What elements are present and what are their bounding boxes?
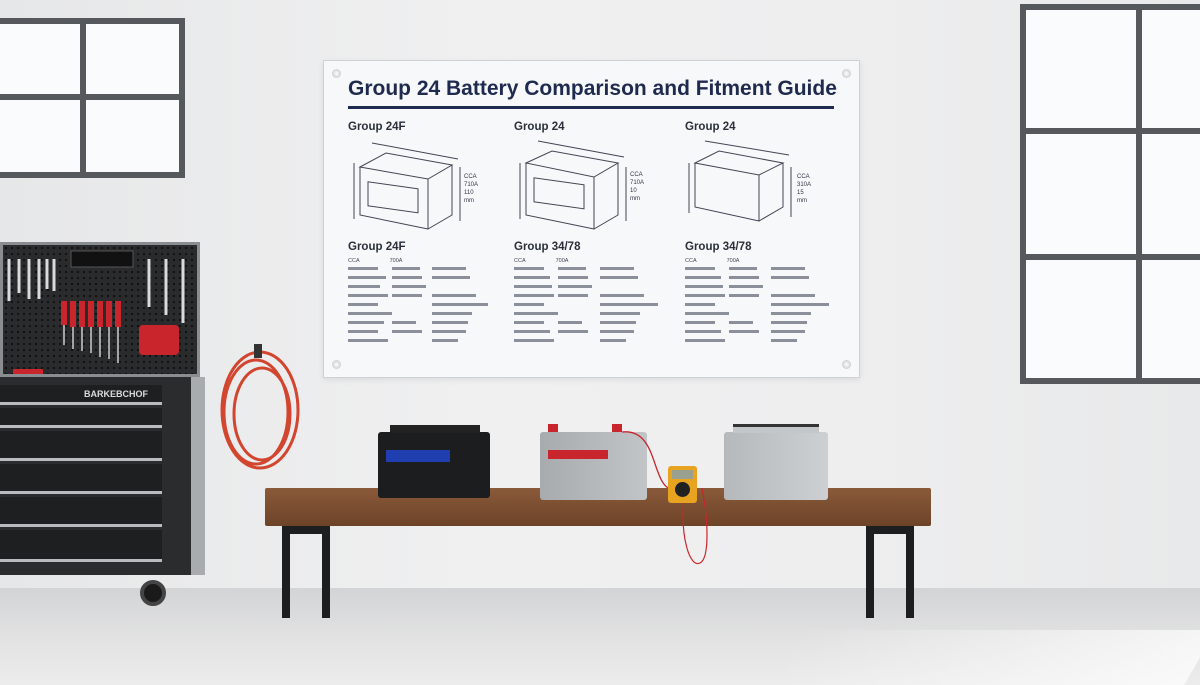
bench-leg bbox=[282, 526, 330, 618]
battery-line-drawing-icon bbox=[353, 142, 461, 230]
poster-title: Group 24 Battery Comparison and Fitment … bbox=[348, 77, 837, 100]
spec-table-3: Group 34/78 CCA 700A bbox=[685, 241, 845, 358]
battery-lid bbox=[733, 424, 819, 433]
table-cell: CCA bbox=[685, 258, 697, 264]
diagram-heading: Group 24F bbox=[348, 121, 406, 133]
table-heading: Group 34/78 bbox=[514, 241, 581, 253]
table-cell: 700A bbox=[726, 258, 740, 264]
positive-terminal bbox=[612, 424, 622, 432]
diagram-group-2: Group 24 CCA 710A 10 mm bbox=[514, 121, 644, 230]
multimeter-icon[interactable] bbox=[668, 466, 697, 503]
table-cell: CCA bbox=[348, 258, 360, 264]
tool-cabinet: BARKEBCHOF bbox=[0, 377, 205, 575]
battery-line-drawing-icon bbox=[688, 140, 792, 222]
table-cell: 700A bbox=[389, 258, 403, 264]
right-window bbox=[1020, 4, 1200, 384]
left-window bbox=[0, 18, 185, 178]
bench-leg bbox=[866, 526, 914, 618]
diagram-group-1: Group 24F CCA 710A 110 mm bbox=[348, 121, 478, 230]
title-rule bbox=[348, 106, 834, 109]
pegboard bbox=[0, 242, 200, 377]
spec-table-2: Group 34/78 CCA 700A bbox=[514, 241, 674, 358]
fitment-guide-poster: Group 24 Battery Comparison and Fitment … bbox=[323, 60, 860, 378]
gray-battery bbox=[540, 432, 647, 500]
cabinet-drawer[interactable] bbox=[0, 530, 162, 562]
hanging-tools-icon bbox=[7, 250, 185, 374]
silver-battery bbox=[724, 432, 828, 500]
coiled-hose-icon bbox=[220, 344, 300, 470]
positive-terminal bbox=[548, 424, 558, 432]
sunlight-patch bbox=[764, 630, 1200, 685]
diagram-height: 10 mm bbox=[630, 188, 640, 202]
diagram-heading: Group 24 bbox=[514, 121, 565, 133]
diagram-height: 15 mm bbox=[797, 190, 807, 204]
diagram-cca: CCA 710A bbox=[630, 172, 645, 186]
cabinet-brand: BARKEBCHOF bbox=[84, 389, 148, 399]
spec-table-lines bbox=[348, 259, 488, 343]
diagram-heading: Group 24 bbox=[685, 121, 736, 133]
cabinet-drawer[interactable] bbox=[0, 408, 162, 428]
black-battery bbox=[378, 432, 490, 498]
battery-lid bbox=[390, 425, 480, 433]
diagram-group-3: Group 24 CCA 310A 15 mm bbox=[685, 121, 811, 222]
caster-wheel bbox=[140, 580, 166, 606]
spec-table-1: Group 24F CCA 700A bbox=[348, 241, 498, 358]
cabinet-drawer[interactable]: BARKEBCHOF bbox=[0, 385, 162, 405]
table-cell: CCA bbox=[514, 258, 526, 264]
spec-table-lines bbox=[685, 267, 829, 343]
cabinet-drawer[interactable] bbox=[0, 464, 162, 494]
battery-line-drawing-icon bbox=[519, 140, 627, 230]
table-heading: Group 34/78 bbox=[685, 241, 752, 253]
diagram-cca: CCA 710A bbox=[464, 174, 479, 188]
cabinet-drawer[interactable] bbox=[0, 497, 162, 527]
table-cell: 700A bbox=[555, 258, 569, 264]
test-leads bbox=[621, 431, 708, 565]
cabinet-drawer[interactable] bbox=[0, 431, 162, 461]
table-heading: Group 24F bbox=[348, 241, 406, 253]
diagram-height: 110 mm bbox=[464, 190, 474, 204]
diagram-cca: CCA 310A bbox=[797, 174, 812, 188]
spec-table-lines bbox=[514, 267, 658, 343]
